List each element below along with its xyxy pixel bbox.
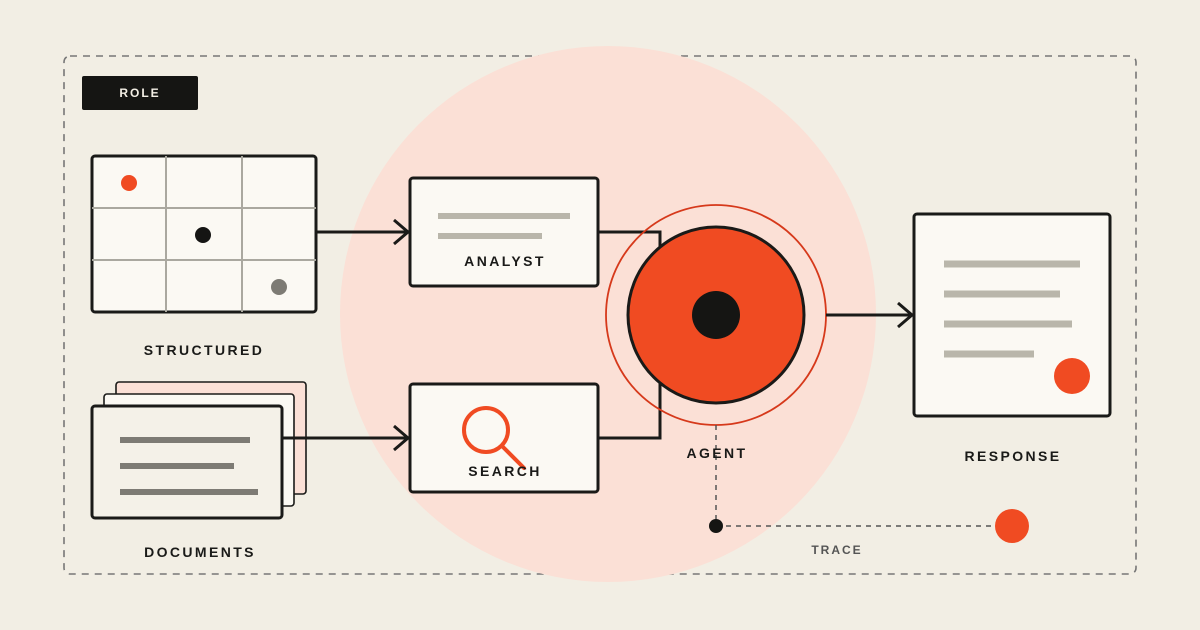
trace-label: TRACE: [811, 543, 863, 557]
documents-stack-icon: [90, 381, 307, 520]
arrow-agent-to-response: [826, 301, 915, 329]
arrow-structured-to-analyst: [316, 218, 411, 246]
agent-label: AGENT: [686, 445, 748, 461]
analyst-card: [408, 176, 600, 288]
documents-label: DOCUMENTS: [144, 544, 256, 560]
magnifier-icon: [462, 406, 526, 470]
agent-node-icon: [605, 204, 827, 426]
role-badge: ROLE: [82, 76, 198, 110]
arrow-documents-to-search: [282, 424, 411, 452]
structured-grid-icon: [90, 154, 318, 314]
response-card: [912, 212, 1112, 418]
structured-label: STRUCTURED: [143, 342, 265, 358]
response-label: RESPONSE: [964, 448, 1062, 464]
search-label: SEARCH: [468, 463, 542, 479]
connector-search-to-agent: [598, 370, 662, 440]
trace-path: [709, 425, 1029, 543]
analyst-label: ANALYST: [464, 253, 546, 269]
